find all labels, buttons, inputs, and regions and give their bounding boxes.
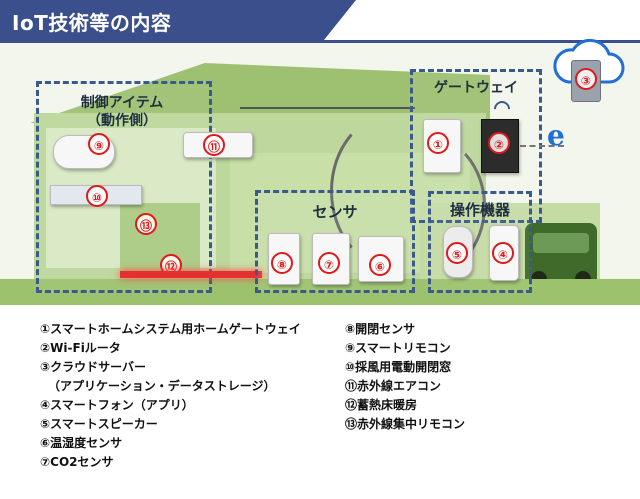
marker-10: ⑩: [86, 185, 108, 207]
marker-2: ②: [488, 132, 510, 154]
legend-item: ③クラウドサーバー: [40, 360, 147, 374]
marker-4: ④: [492, 242, 514, 264]
marker-7: ⑦: [318, 252, 340, 274]
marker-9: ⑨: [88, 133, 110, 155]
legend-item: ⑥温湿度センサ: [40, 436, 123, 450]
house-illustration: 制御アイテム （動作側） ⑨ ⑪ ⑩ ⑬ ⑫ ゲートウェイ ① ② センサ ⑧ …: [0, 43, 640, 305]
marker-8: ⑧: [271, 252, 293, 274]
legend-item: ⑦CO2センサ: [40, 455, 114, 469]
legend-item: ⑨スマートリモコン: [345, 341, 451, 355]
page-title: IoT技術等の内容: [12, 11, 172, 35]
legend-item: ②Wi-Fiルータ: [40, 341, 121, 355]
browser-e-icon: e: [547, 119, 565, 152]
control-items-label: 制御アイテム （動作側）: [80, 95, 164, 129]
marker-5: ⑤: [446, 242, 468, 264]
legend-item: ①スマートホームシステム用ホームゲートウェイ: [40, 322, 301, 336]
connector-line: [240, 107, 415, 109]
legend-item: ⑬赤外線集中リモコン: [345, 417, 466, 431]
router-cloud-link: [520, 145, 564, 147]
legend-item: ⑩採風用電動開閉窓: [345, 360, 452, 374]
marker-6: ⑥: [369, 254, 391, 276]
sensor-label: センサ: [312, 203, 358, 221]
marker-11: ⑪: [203, 134, 225, 156]
marker-13: ⑬: [135, 213, 157, 235]
operation-devices-label: 操作機器: [449, 201, 510, 219]
gateway-label: ゲートウェイ: [434, 80, 518, 96]
title-banner: [0, 0, 356, 40]
marker-1: ①: [427, 132, 449, 154]
legend-item: ⑫蓄熱床暖房: [345, 398, 418, 412]
marker-3: ③: [575, 68, 597, 90]
wifi-router-icon: [481, 119, 519, 173]
legend-left: ①スマートホームシステム用ホームゲートウェイ ②Wi-Fiルータ ③クラウドサー…: [40, 320, 301, 472]
legend-item: ⑧開閉センサ: [345, 322, 416, 336]
legend-item: ⑪赤外線エアコン: [345, 379, 442, 393]
legend-right: ⑧開閉センサ ⑨スマートリモコン ⑩採風用電動開閉窓 ⑪赤外線エアコン ⑫蓄熱床…: [345, 320, 465, 434]
title-underline: [0, 40, 640, 43]
legend-item: ④スマートフォン（アプリ）: [40, 398, 194, 412]
floor-heating-bar: [120, 271, 262, 278]
car-icon: [525, 223, 597, 287]
connector-arc: [360, 133, 486, 279]
legend-item: （アプリケーション・データストレージ）: [48, 379, 276, 393]
legend-item: ⑤スマートスピーカー: [40, 417, 158, 431]
